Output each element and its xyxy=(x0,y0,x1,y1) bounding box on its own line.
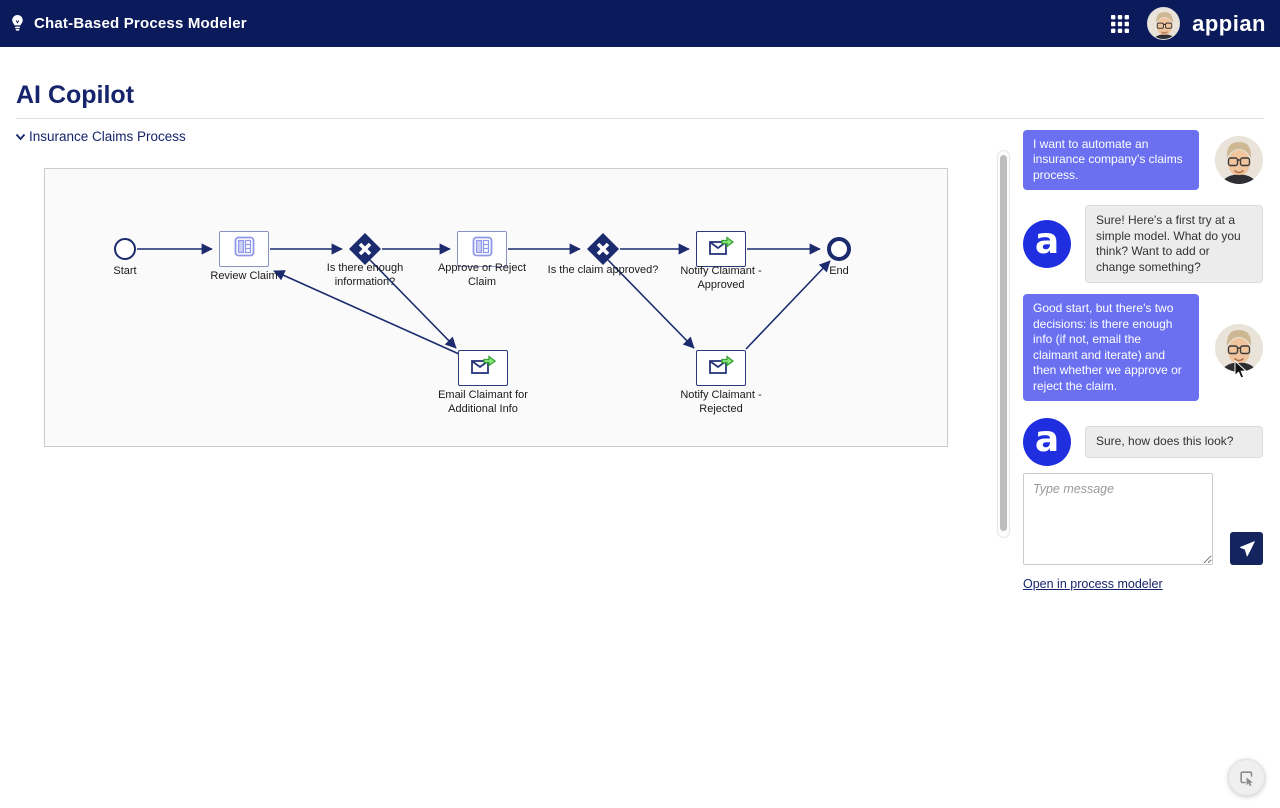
chat-panel: I want to automate an insurance company'… xyxy=(1023,130,1263,593)
app-title: Chat-Based Process Modeler xyxy=(34,15,247,32)
chat-message-user: Good start, but there's two decisions: i… xyxy=(1023,294,1263,402)
section-header-insurance-claims[interactable]: Insurance Claims Process xyxy=(15,129,186,144)
chat-message-user: I want to automate an insurance company'… xyxy=(1023,130,1263,191)
page-title: AI Copilot xyxy=(16,81,135,109)
chat-bubble: I want to automate an insurance company'… xyxy=(1023,130,1199,191)
element-selector-icon xyxy=(1239,770,1253,786)
chat-bubble: Good start, but there's two decisions: i… xyxy=(1023,294,1199,402)
message-input[interactable] xyxy=(1023,473,1213,566)
x-gateway-icon xyxy=(349,233,381,265)
open-in-process-modeler-link[interactable]: Open in process modeler xyxy=(1023,577,1163,592)
task-approve-or-reject-claim[interactable] xyxy=(457,231,507,267)
lightbulb-icon xyxy=(10,13,27,35)
mouse-pointer-icon xyxy=(1234,360,1247,379)
feedback-widget-button[interactable] xyxy=(1228,759,1265,796)
divider xyxy=(16,118,1264,119)
node-label: Review Claim xyxy=(210,270,278,282)
node-label: Email Claimant for Additional Info xyxy=(438,389,528,415)
task-email-claimant[interactable] xyxy=(458,350,508,386)
section-title: Insurance Claims Process xyxy=(29,129,186,144)
send-email-icon xyxy=(708,235,735,263)
node-label: Notify Claimant - Rejected xyxy=(680,389,762,415)
paper-plane-icon xyxy=(1239,540,1255,557)
node-label: Is there enough information? xyxy=(326,262,404,288)
task-notify-claimant-rejected[interactable] xyxy=(696,350,746,386)
start-event-node[interactable] xyxy=(114,238,136,260)
gateway-enough-information[interactable] xyxy=(349,233,381,265)
node-label: Notify Claimant - Approved xyxy=(680,265,762,291)
task-review-claim[interactable] xyxy=(219,231,269,267)
x-gateway-icon xyxy=(587,233,619,265)
form-icon xyxy=(234,236,255,262)
send-email-icon xyxy=(708,354,735,382)
send-button[interactable] xyxy=(1230,532,1263,566)
flow-edges xyxy=(137,243,831,355)
process-diagram: Start Review Claim Is there enough infor… xyxy=(44,168,948,447)
task-notify-claimant-approved[interactable] xyxy=(696,231,746,267)
chat-scrollbar[interactable] xyxy=(997,150,1010,538)
app-header: Chat-Based Process Modeler appian xyxy=(0,0,1280,47)
gateway-claim-approved[interactable] xyxy=(587,233,619,265)
user-avatar xyxy=(1215,136,1263,185)
grid-icon[interactable] xyxy=(1111,14,1130,33)
appian-logo: appian xyxy=(1192,10,1266,36)
appian-bot-avatar: a xyxy=(1023,418,1071,467)
form-icon xyxy=(472,236,493,262)
chat-bubble: Sure, how does this look? xyxy=(1085,426,1263,458)
chat-bubble: Sure! Here's a first try at a simple mod… xyxy=(1085,205,1263,284)
send-email-icon xyxy=(470,354,497,382)
scrollbar-thumb[interactable] xyxy=(1000,155,1007,531)
chat-input-row xyxy=(1023,473,1263,566)
node-label: Is the claim approved? xyxy=(547,264,659,276)
user-avatar[interactable] xyxy=(1147,7,1181,40)
chat-message-assistant: a Sure, how does this look? xyxy=(1023,418,1263,467)
end-event-node[interactable] xyxy=(827,237,851,261)
node-label: End xyxy=(829,265,849,277)
node-label: Start xyxy=(113,265,137,277)
user-avatar xyxy=(1215,323,1263,372)
chevron-down-icon xyxy=(15,133,26,140)
node-label: Approve or Reject Claim xyxy=(437,262,527,288)
appian-bot-avatar: a xyxy=(1023,220,1071,269)
chat-message-assistant: a Sure! Here's a first try at a simple m… xyxy=(1023,205,1263,284)
